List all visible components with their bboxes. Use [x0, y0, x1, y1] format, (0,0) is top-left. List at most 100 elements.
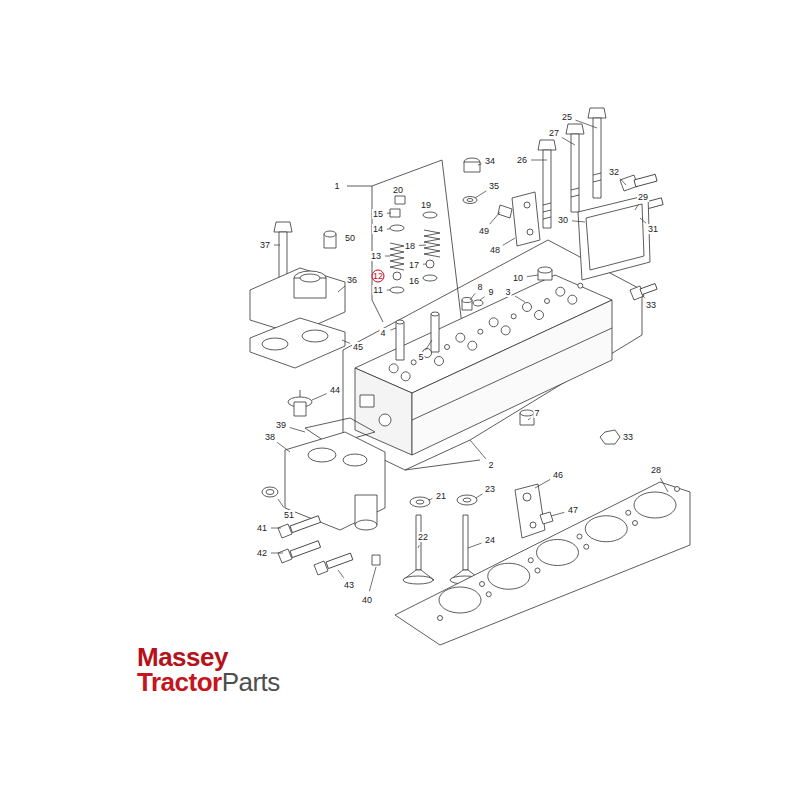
- watermark: Parts: [222, 668, 280, 696]
- leader-line: [476, 494, 482, 498]
- callout-number: 32: [608, 167, 620, 177]
- gasket-hole: [584, 544, 589, 549]
- callout-number: 18: [404, 241, 416, 251]
- callout-number: 39: [275, 420, 287, 430]
- callout-number: 21: [435, 491, 447, 501]
- seal: [262, 487, 278, 497]
- callout-number: 2: [487, 460, 494, 470]
- gasket-bore: [634, 492, 676, 518]
- leader-line: [419, 245, 426, 246]
- cylinder-head-edge: [412, 328, 612, 420]
- callout-number: 3: [504, 287, 511, 297]
- group-bracket: [405, 460, 480, 470]
- callout-number: 33: [645, 300, 657, 310]
- leader-line: [387, 290, 390, 291]
- gasket-bore: [439, 587, 481, 613]
- leader-line: [338, 570, 344, 578]
- callout-number: 50: [344, 233, 356, 243]
- callout-number: 11: [372, 285, 383, 295]
- callout-number: 16: [408, 276, 420, 286]
- callout-number: 38: [264, 432, 276, 442]
- callout-number: 42: [256, 548, 268, 558]
- outlet-housing: [300, 274, 320, 282]
- bracket-hole: [523, 493, 531, 501]
- callout-number: 19: [420, 200, 432, 210]
- gasket-hole: [675, 487, 680, 492]
- group-bracket: [347, 186, 383, 322]
- bracket-hole: [530, 522, 536, 528]
- leader-line: [480, 297, 485, 300]
- leader-line: [312, 394, 327, 400]
- water-housing: [308, 448, 336, 462]
- valve-seat: [489, 318, 498, 327]
- gasket-hole: [577, 534, 582, 539]
- leader-line: [531, 160, 547, 161]
- leader-line: [478, 164, 481, 165]
- callout-number: 49: [478, 226, 490, 236]
- bolt: [540, 512, 553, 524]
- leader-line: [503, 238, 515, 245]
- plug: [538, 267, 552, 273]
- callout-number: 47: [567, 505, 579, 515]
- leader-line: [551, 512, 564, 516]
- line-art: [250, 108, 690, 645]
- washer: [473, 300, 483, 306]
- watermark: Tractor: [137, 668, 222, 696]
- leader-line: [274, 245, 280, 246]
- valve-seat: [578, 283, 583, 288]
- bracket: [512, 192, 540, 246]
- callout-number: 22: [417, 532, 429, 542]
- leader-line: [338, 286, 345, 292]
- plug: [324, 231, 336, 237]
- bolt: [274, 222, 292, 232]
- leader-line: [425, 340, 432, 350]
- valve-gear: [390, 196, 440, 360]
- lifting-bracket: [515, 484, 545, 538]
- leader-line: [572, 221, 585, 222]
- cover-gasket: [586, 204, 644, 270]
- callout-number: 26: [516, 155, 528, 165]
- callout-number: 23: [484, 484, 496, 494]
- callout-number: 20: [392, 185, 404, 195]
- callout-number: 24: [484, 535, 496, 545]
- leader-line: [475, 191, 486, 198]
- leader-line: [290, 428, 305, 432]
- leader-line: [635, 205, 638, 210]
- bolts: [278, 516, 380, 575]
- thermostat: [294, 402, 306, 416]
- callout-number: 45: [352, 342, 364, 352]
- valve-seat: [535, 311, 544, 320]
- callout-number: 41: [256, 523, 268, 533]
- valve-seat: [545, 299, 550, 304]
- leader-line: [468, 543, 482, 548]
- callout-number: 46: [552, 470, 564, 480]
- callout-number: 31: [647, 224, 659, 234]
- stud: [498, 205, 512, 218]
- valve-seat: [501, 326, 510, 335]
- callout-number: 30: [557, 215, 569, 225]
- gasket-hole: [486, 592, 491, 597]
- leader-lines: [271, 120, 668, 591]
- leader-line: [527, 275, 538, 277]
- valves: [403, 495, 481, 584]
- plug: [520, 410, 534, 416]
- water-housing: [343, 454, 367, 466]
- valve-seat: [456, 333, 465, 342]
- cylinder-head-side: [412, 300, 612, 455]
- callout-number: 35: [488, 181, 500, 191]
- callout-number: 51: [283, 510, 295, 520]
- bracket-hole: [527, 229, 533, 235]
- leader-line: [642, 295, 645, 298]
- washer: [467, 199, 473, 202]
- callout-number: 33: [622, 432, 634, 442]
- valve-seat: [511, 314, 516, 319]
- leader-line: [271, 553, 283, 554]
- callout-number: 14: [372, 224, 384, 234]
- gasket-bore: [488, 563, 530, 589]
- water-housing: [285, 432, 385, 530]
- leader-line: [562, 137, 575, 145]
- callout-number: 28: [650, 465, 662, 475]
- callout-number: 17: [408, 260, 420, 270]
- thermostat: [300, 390, 301, 397]
